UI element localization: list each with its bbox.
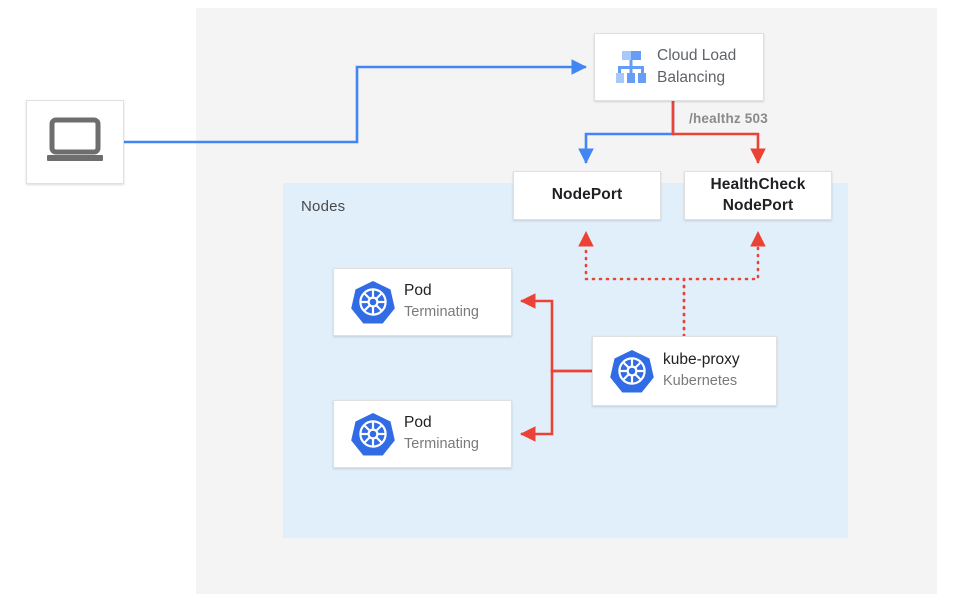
kube-proxy-subtitle: Kubernetes — [663, 373, 738, 390]
kube-proxy-text: kube-proxy Kubernetes — [663, 350, 740, 391]
kube-proxy-card: kube-proxy Kubernetes — [592, 336, 777, 406]
kube-proxy-title: kube-proxy — [663, 351, 740, 369]
nodeport-card: NodePort — [513, 171, 661, 220]
cloud-load-balancing-icon — [605, 45, 657, 89]
healthcheck-nodeport-line2: NodePort — [722, 196, 794, 214]
pod-text: Pod Terminating — [404, 413, 479, 454]
cloud-load-balancing-line2: Balancing — [657, 69, 726, 86]
nodeport-label: NodePort — [551, 186, 623, 204]
nodes-region-label: Nodes — [301, 198, 346, 215]
healthcheck-nodeport-label: HealthCheck NodePort — [685, 175, 831, 216]
pod-card: Pod Terminating — [333, 268, 512, 336]
cloud-load-balancing-card: Cloud Load Balancing — [594, 33, 764, 101]
pod-status: Terminating — [404, 304, 479, 321]
pod-text: Pod Terminating — [404, 281, 479, 322]
kubernetes-icon — [342, 279, 404, 325]
pod-card: Pod Terminating — [333, 400, 512, 468]
cloud-load-balancing-line1: Cloud Load — [657, 46, 737, 64]
cloud-load-balancing-label: Cloud Load Balancing — [657, 45, 736, 90]
healthcheck-nodeport-line1: HealthCheck — [710, 175, 806, 193]
laptop-icon — [44, 116, 106, 169]
healthcheck-nodeport-card: HealthCheck NodePort — [684, 171, 832, 220]
healthz-edge-label: /healthz 503 — [689, 111, 768, 126]
pod-status: Terminating — [404, 436, 479, 453]
pod-title: Pod — [404, 282, 432, 300]
client-laptop-card — [26, 100, 124, 184]
pod-title: Pod — [404, 414, 432, 432]
kubernetes-icon — [601, 348, 663, 394]
kubernetes-icon — [342, 411, 404, 457]
